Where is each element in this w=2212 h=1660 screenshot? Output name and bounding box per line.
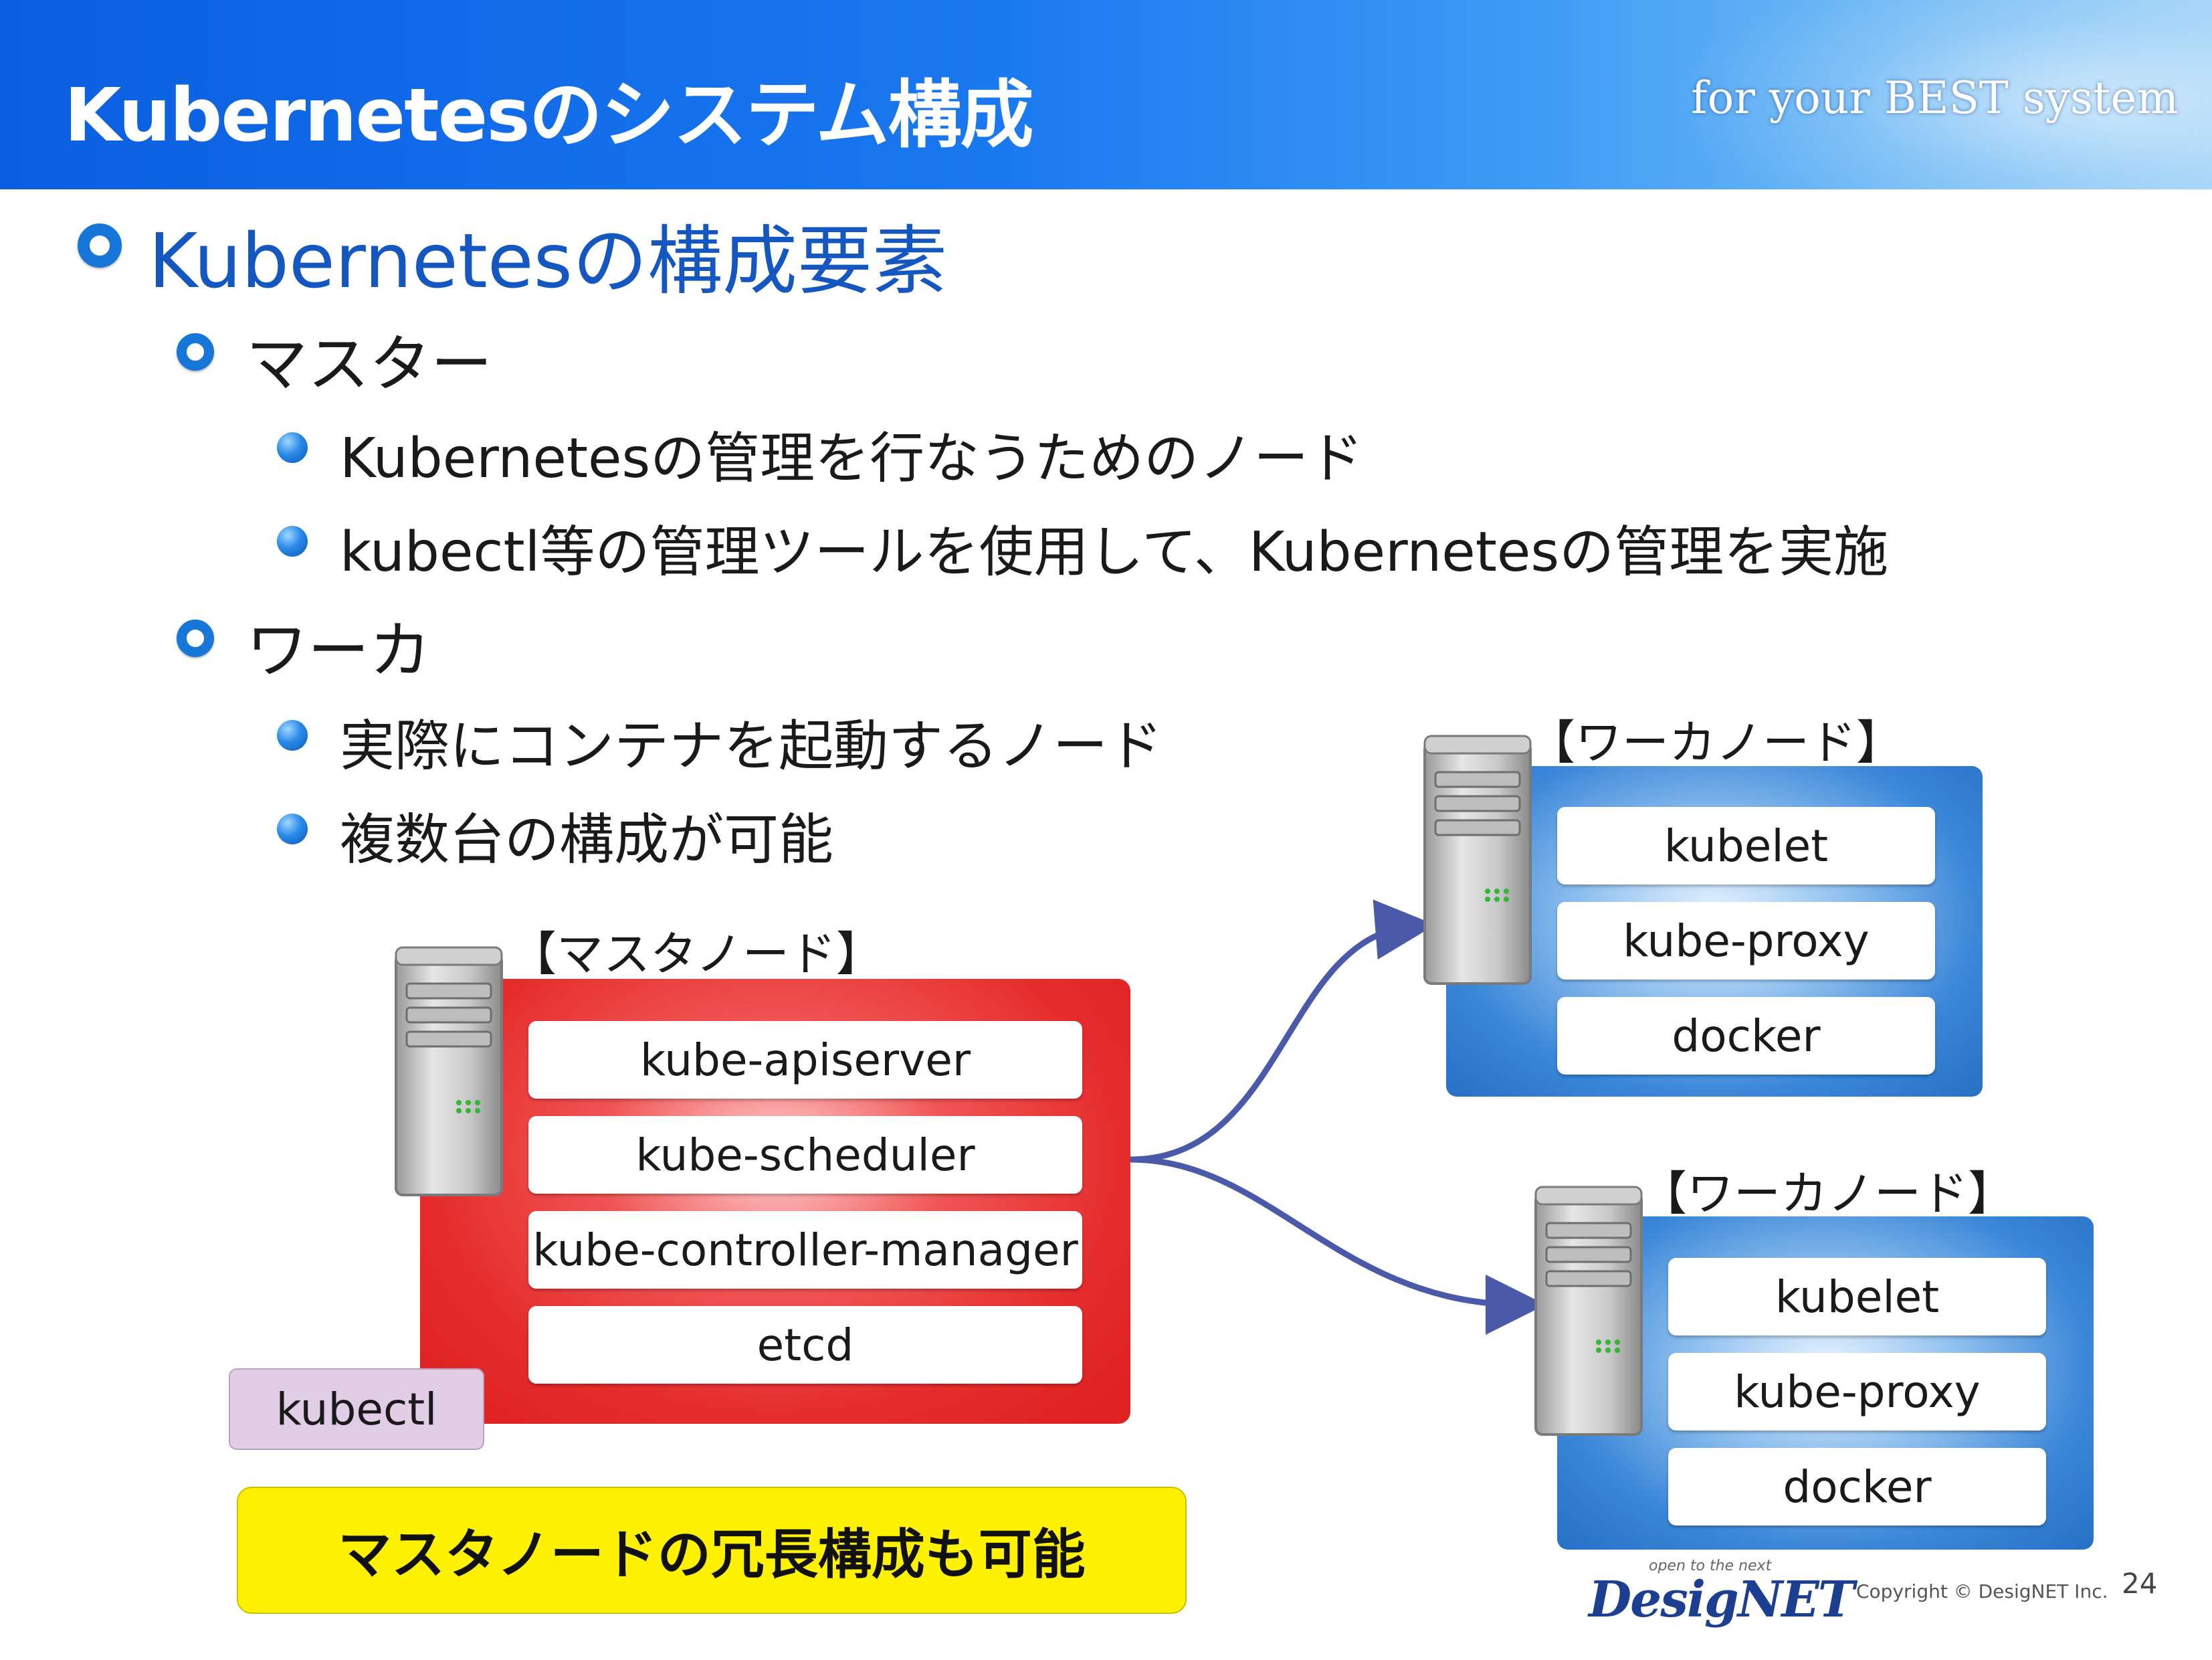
component-kubelet: kubelet (1557, 807, 1935, 885)
worker-2-server-icon (1530, 1183, 1647, 1437)
worker-heading: ワーカ (246, 615, 431, 686)
worker-1-server-icon (1419, 732, 1536, 986)
component-kube-proxy: kube-proxy (1668, 1353, 2046, 1431)
worker-node-2-label: 【ワーカノード】 (1640, 1166, 2015, 1221)
arrow-to-worker-2 (1130, 1156, 1546, 1335)
worker-item-2: 複数台の構成が可能 (340, 808, 834, 872)
component-kube-proxy: kube-proxy (1557, 902, 1935, 980)
copyright: Copyright © DesigNET Inc. (1856, 1580, 2108, 1602)
component-kube-scheduler: kube-scheduler (528, 1116, 1082, 1194)
tagline: for your BEST system (1691, 72, 2179, 124)
master-item-1: Kubernetesの管理を行なうためのノード (340, 427, 1364, 490)
worker-node-1-label: 【ワーカノード】 (1528, 715, 1903, 770)
redundancy-note: マスタノードの冗長構成も可能 (237, 1487, 1187, 1614)
component-kube-controller-manager: kube-controller-manager (528, 1211, 1082, 1289)
master-item-2: kubectl等の管理ツールを使用して、Kubernetesの管理を実施 (340, 521, 1889, 584)
component-docker: docker (1668, 1448, 2046, 1526)
company-logo: DesigNET (1589, 1571, 1855, 1629)
bullet-dot-icon (277, 432, 308, 463)
bullet-dot-icon (277, 526, 308, 557)
master-bullet-icon (177, 333, 214, 371)
master-server-icon (391, 943, 507, 1198)
master-node-label: 【マスタノード】 (510, 927, 883, 982)
bullet-dot-icon (277, 814, 308, 844)
bullet-dot-icon (277, 720, 308, 751)
page-number: 24 (2122, 1567, 2158, 1600)
component-docker: docker (1557, 997, 1935, 1075)
logo-tagline: open to the next (1649, 1558, 1772, 1574)
heading-bullet-icon (78, 223, 122, 268)
component-etcd: etcd (528, 1306, 1082, 1384)
arrow-to-worker-1 (1130, 899, 1435, 1163)
kubectl-box: kubectl (229, 1368, 484, 1450)
section-heading: Kubernetesの構成要素 (148, 218, 947, 305)
master-heading: マスター (246, 329, 493, 400)
component-kubelet: kubelet (1668, 1258, 2046, 1335)
slide-title: Kubernetesのシステム構成 (64, 72, 1033, 158)
worker-item-1: 実際にコンテナを起動するノード (340, 715, 1163, 778)
title-bar: Kubernetesのシステム構成 for your BEST system (0, 0, 2212, 189)
component-kube-apiserver: kube-apiserver (528, 1021, 1082, 1099)
